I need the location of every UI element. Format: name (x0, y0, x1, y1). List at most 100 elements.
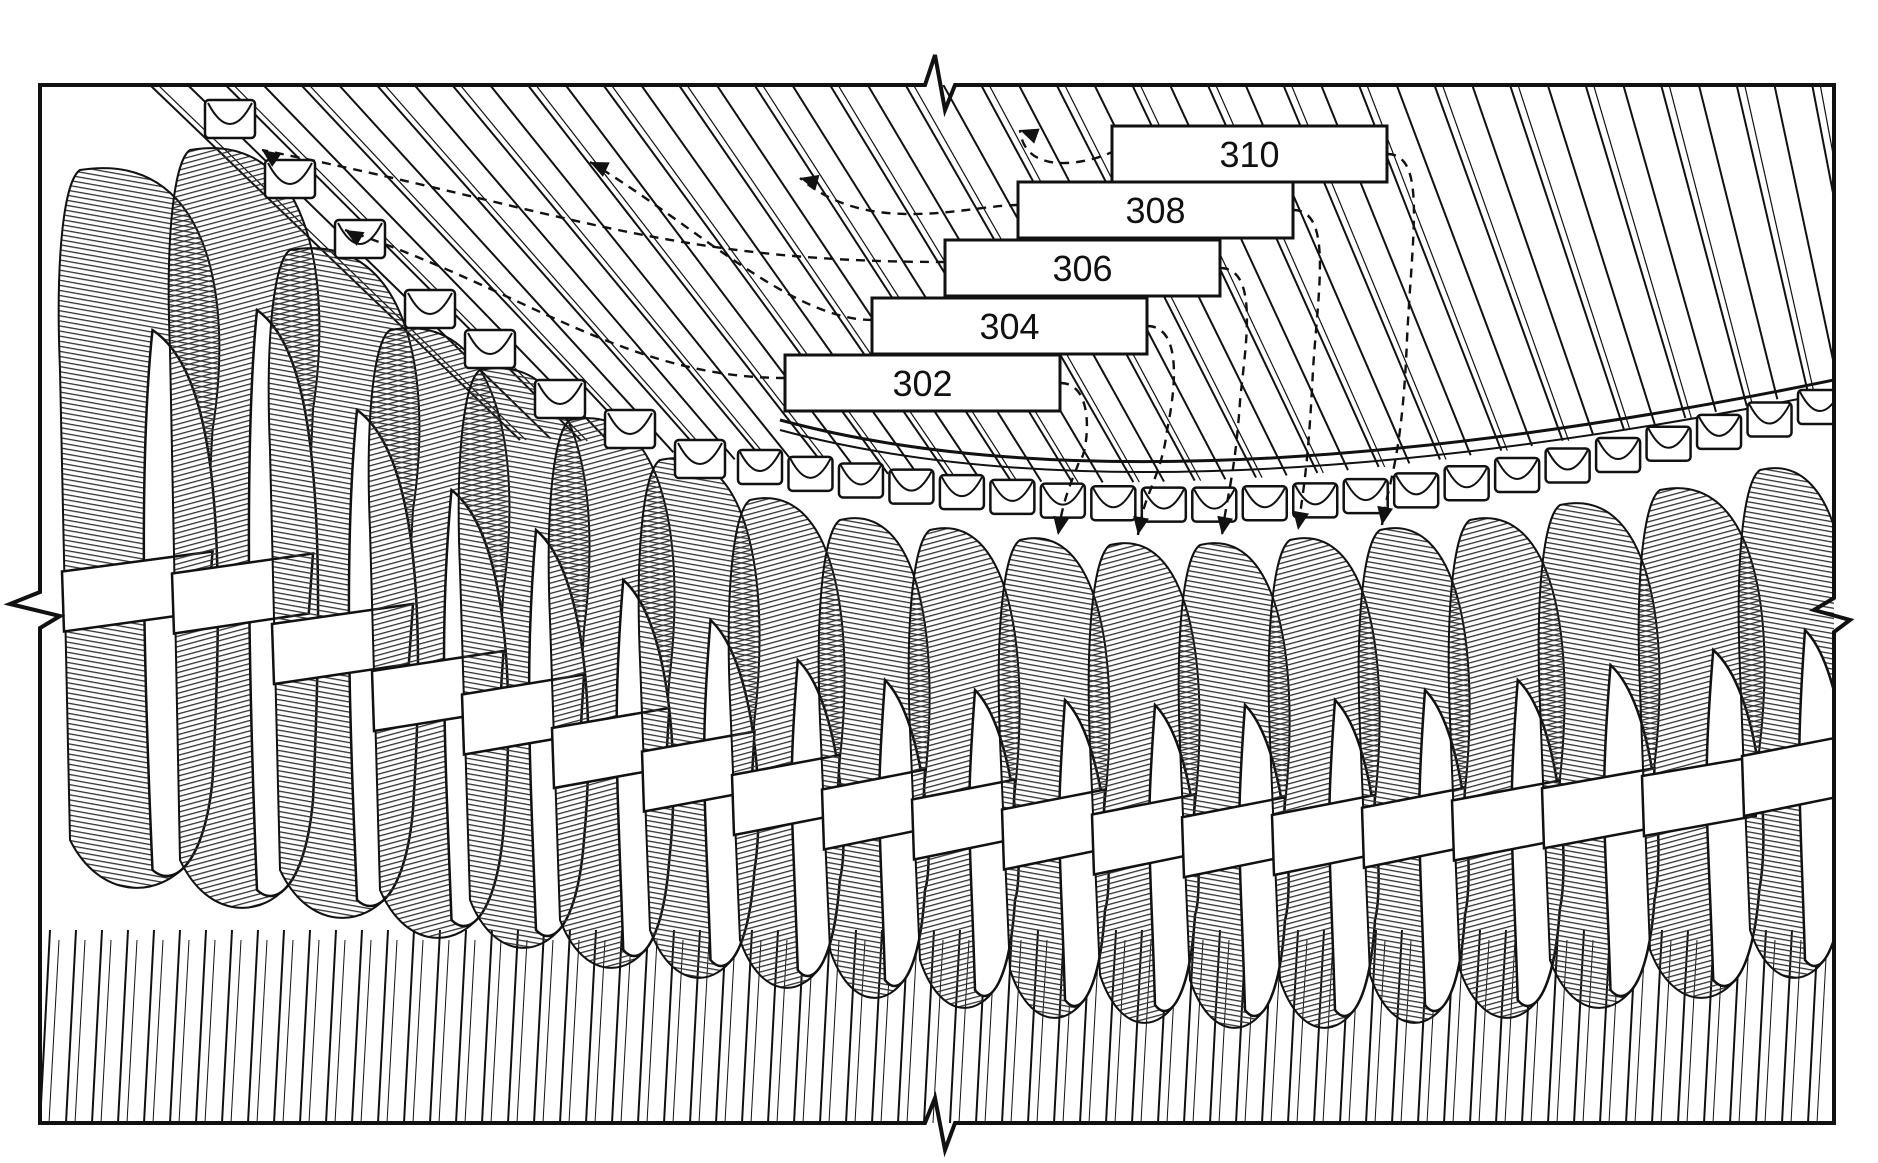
rib-line (361, 940, 371, 1123)
rib-line (196, 930, 206, 1123)
rib-line (534, 930, 544, 1123)
rib-line (335, 940, 345, 1123)
blade-tip-platform (1192, 488, 1236, 522)
rib-line (482, 930, 492, 1123)
blade-tip-platform (1596, 438, 1640, 472)
blade-tip-platform (1394, 473, 1438, 507)
rib-line (179, 940, 189, 1123)
leader-304-left (590, 162, 872, 320)
rib-line (569, 940, 579, 1123)
arrowhead (1217, 516, 1233, 535)
rib-line (309, 940, 319, 1123)
rib-line (231, 940, 241, 1123)
rib-line (1594, 85, 1692, 418)
rib-line (404, 930, 414, 1123)
arrowhead (1133, 516, 1149, 535)
rib-line (1510, 85, 1624, 430)
blade-tip-platform (990, 480, 1034, 514)
leader-308-left (800, 178, 1018, 214)
rib-line (378, 930, 388, 1123)
blade-tip-platform (535, 380, 585, 418)
rib-line (1442, 85, 1568, 441)
rib-line (248, 930, 258, 1123)
rib-line (118, 930, 128, 1123)
rib-line (725, 940, 735, 1123)
rib-line (66, 930, 76, 1123)
rib-line (49, 940, 59, 1123)
blade-tip-platform (1445, 466, 1489, 500)
label-308: 308 (1018, 182, 1293, 238)
label-302: 302 (785, 355, 1060, 411)
rib-line (560, 930, 570, 1123)
blade-tip-platform (605, 410, 655, 448)
rib-line (543, 940, 553, 1123)
rib-line (92, 930, 102, 1123)
label-text: 310 (1219, 134, 1279, 175)
rib-line (144, 930, 154, 1123)
blade-tip-platform (738, 450, 782, 484)
rib-line (326, 930, 336, 1123)
rib-line (439, 940, 449, 1123)
label-text: 306 (1052, 248, 1112, 289)
rib-line (508, 930, 518, 1123)
blade-tip-platform (889, 470, 933, 504)
label-310: 310 (1112, 126, 1387, 182)
rib-line (517, 940, 527, 1123)
rib-line (679, 85, 949, 478)
rib-line (430, 930, 440, 1123)
label-306: 306 (945, 240, 1220, 296)
label-text: 302 (892, 363, 952, 404)
rib-line (1434, 85, 1562, 441)
blade-tip-platform (1546, 448, 1590, 482)
arrowhead (800, 175, 819, 190)
rib-line (300, 930, 310, 1123)
blade-tip-platform (1243, 486, 1287, 520)
rib-line (638, 930, 648, 1123)
rib-line (1745, 85, 1814, 393)
rib-line (205, 940, 215, 1123)
blade-tip-platform (1495, 458, 1539, 492)
rib-line (75, 940, 85, 1123)
rib-line (101, 940, 111, 1123)
arrowhead (1293, 511, 1309, 530)
rib-line (1397, 85, 1532, 446)
arrowhead (1377, 506, 1393, 525)
blade-tip-platform (405, 290, 455, 328)
rib-line (222, 930, 232, 1123)
blade-tip-platform (1748, 403, 1792, 437)
label-text: 308 (1125, 190, 1185, 231)
blade-tip-platform (940, 475, 984, 509)
blade-tip-platform (205, 100, 255, 138)
rib-line (413, 940, 423, 1123)
blade-tip-platform (1647, 427, 1691, 461)
rib-line (1843, 940, 1853, 1123)
rib-line (641, 85, 919, 476)
rib-line (1812, 85, 1869, 381)
blade-tip-platform (839, 463, 883, 497)
rib-line (257, 940, 267, 1123)
blade-tip-platform (675, 440, 725, 478)
rib-line (456, 930, 466, 1123)
arrowhead (1053, 516, 1069, 535)
rib-line (1737, 85, 1808, 393)
label-304: 304 (872, 298, 1147, 354)
rib-line (647, 940, 657, 1123)
blade-tip-platform (465, 330, 515, 368)
label-text: 304 (979, 306, 1039, 347)
rib-line (283, 940, 293, 1123)
rib-line (127, 940, 137, 1123)
rib-line (1850, 85, 1878, 380)
rib-line (170, 930, 180, 1123)
leader-308-right (1293, 210, 1320, 530)
rib-line (274, 930, 284, 1123)
rib-line (352, 930, 362, 1123)
rib-line (153, 940, 163, 1123)
blade-tip-platform (788, 457, 832, 491)
rib-line (465, 940, 475, 1123)
blade-tip-platform (1091, 486, 1135, 520)
rib-line (387, 940, 397, 1123)
leader-310-right (1382, 154, 1414, 525)
blade-tip-platform (1697, 415, 1741, 449)
rib-line (621, 940, 631, 1123)
